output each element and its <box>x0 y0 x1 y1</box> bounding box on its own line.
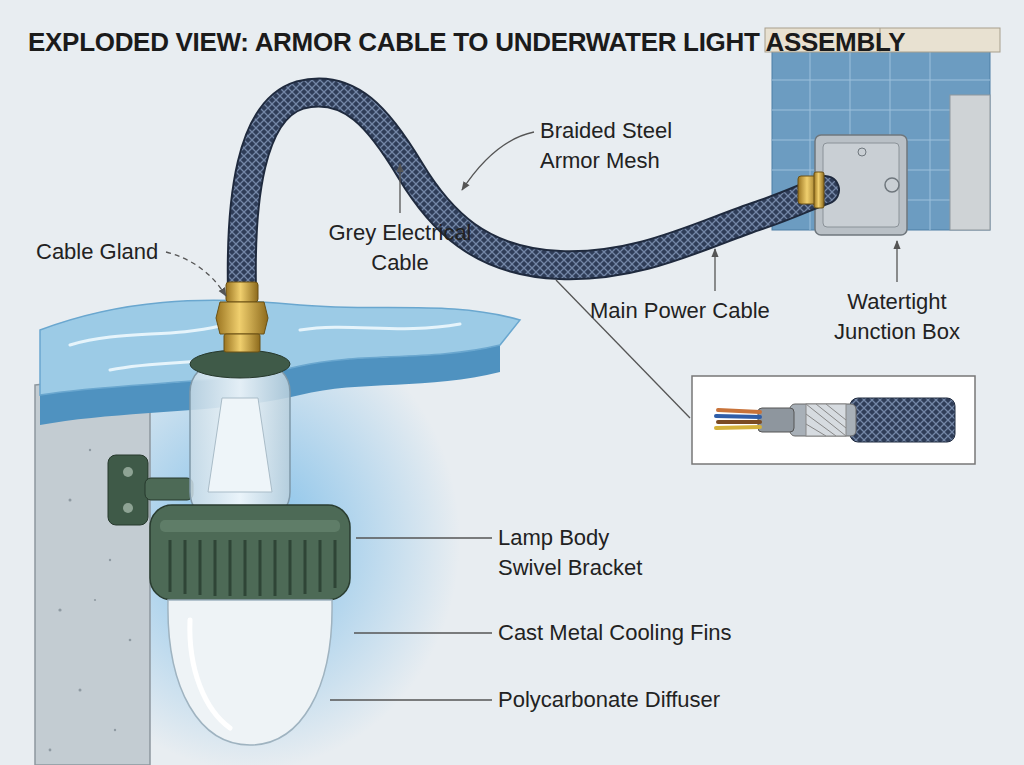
swivel-bracket-part <box>108 455 148 525</box>
concrete-wall-part-part <box>109 559 111 561</box>
cable-inset-part <box>790 404 856 436</box>
cooling-fins-part <box>170 540 335 596</box>
concrete-wall-part-part <box>129 639 132 642</box>
cooling-fins-part-part <box>274 540 277 596</box>
cable-inset-part <box>806 404 846 436</box>
leader-lines-part <box>714 249 715 291</box>
cooling-fins-part-part <box>244 540 247 596</box>
diagram-title: EXPLODED VIEW: ARMOR CABLE TO UNDERWATER… <box>28 26 905 58</box>
cable-gland-part <box>226 282 258 302</box>
concrete-wall-part <box>35 372 150 765</box>
lamp-body-part <box>190 350 290 378</box>
cable-gland-part <box>224 334 260 352</box>
cable-gland-part <box>216 302 268 334</box>
concrete-wall-part-part <box>69 499 72 502</box>
box-gland-part <box>814 172 824 208</box>
cooling-fins-part-part <box>214 540 217 596</box>
cooling-fins-part-part <box>169 540 172 592</box>
cooling-fins-part <box>160 520 340 532</box>
lamp-body-part <box>190 362 290 522</box>
pool-wall-part-part <box>772 80 990 81</box>
part-label: Cable Gland <box>36 237 158 267</box>
part-label: Main Power Cable <box>590 296 770 326</box>
part-label: Lamp Body Swivel Bracket <box>498 523 663 583</box>
concrete-wall-part-part <box>94 599 96 601</box>
cooling-fins-part-part <box>184 540 187 594</box>
cooling-fins-part-part <box>229 540 232 596</box>
concrete-wall-part-part <box>114 729 116 731</box>
pool-wall-part-part <box>930 50 931 230</box>
diffuser-dome <box>168 600 332 745</box>
cable-inset-part-part <box>716 427 760 428</box>
cable-inset-part-part <box>718 420 760 424</box>
leader-lines-part <box>356 537 492 538</box>
swivel-bracket-part <box>123 467 133 477</box>
concrete-wall-part-part <box>58 608 61 611</box>
diffuser-highlight <box>190 620 230 728</box>
junction-box-part <box>885 178 899 192</box>
leader-lines-part <box>399 164 400 213</box>
pool-wall-part <box>950 95 990 230</box>
lamp-body-part <box>208 398 272 492</box>
cooling-fins-part-part <box>199 540 202 595</box>
cable-inset-part <box>806 404 846 436</box>
concrete-wall <box>35 372 150 765</box>
leader-lines-part <box>354 632 492 633</box>
swivel-bracket-part <box>145 478 193 500</box>
swivel-bracket-part <box>123 503 133 513</box>
part-label: Grey Electrical Cable <box>312 218 488 278</box>
concrete-wall-part-part <box>89 449 91 451</box>
cable-inset-part <box>850 398 955 442</box>
cooling-fins-part <box>150 505 350 600</box>
cable-inset-part <box>758 408 794 432</box>
concrete-wall-part-part <box>79 689 82 692</box>
leader-lines-part <box>896 241 897 282</box>
cable-inset <box>692 376 975 464</box>
cable-inset-part <box>692 376 975 464</box>
part-label: Braided Steel Armor Mesh <box>540 116 715 176</box>
pool-wall <box>765 28 1000 230</box>
cooling-fins <box>150 505 350 600</box>
part-label: Polycarbonate Diffuser <box>498 685 720 715</box>
part-label: Watertight Junction Box <box>816 287 978 347</box>
concrete-wall-part-part <box>49 749 52 752</box>
leader-lines-part <box>462 132 534 190</box>
cooling-fins-part-part <box>289 540 292 595</box>
cooling-fins-part-part <box>319 540 322 592</box>
cable-inset-part-part <box>716 416 760 417</box>
lamp-body <box>190 350 290 522</box>
junction-box-part <box>858 148 866 156</box>
leader-lines <box>166 132 897 700</box>
box-gland <box>798 172 824 208</box>
cooling-fins-part-part <box>304 540 307 594</box>
armored-cable-part <box>242 92 825 292</box>
cooling-fins-part-part <box>334 540 337 588</box>
leader-lines-part <box>166 252 226 296</box>
cable-inset-part <box>716 410 760 428</box>
armored-cable-part <box>242 92 825 292</box>
leader-lines-part <box>330 699 492 700</box>
cable-inset-part-part <box>718 410 760 412</box>
armored-cable <box>242 92 825 292</box>
cooling-fins-part-part <box>259 540 262 596</box>
part-label: Cast Metal Cooling Fins <box>498 618 732 648</box>
